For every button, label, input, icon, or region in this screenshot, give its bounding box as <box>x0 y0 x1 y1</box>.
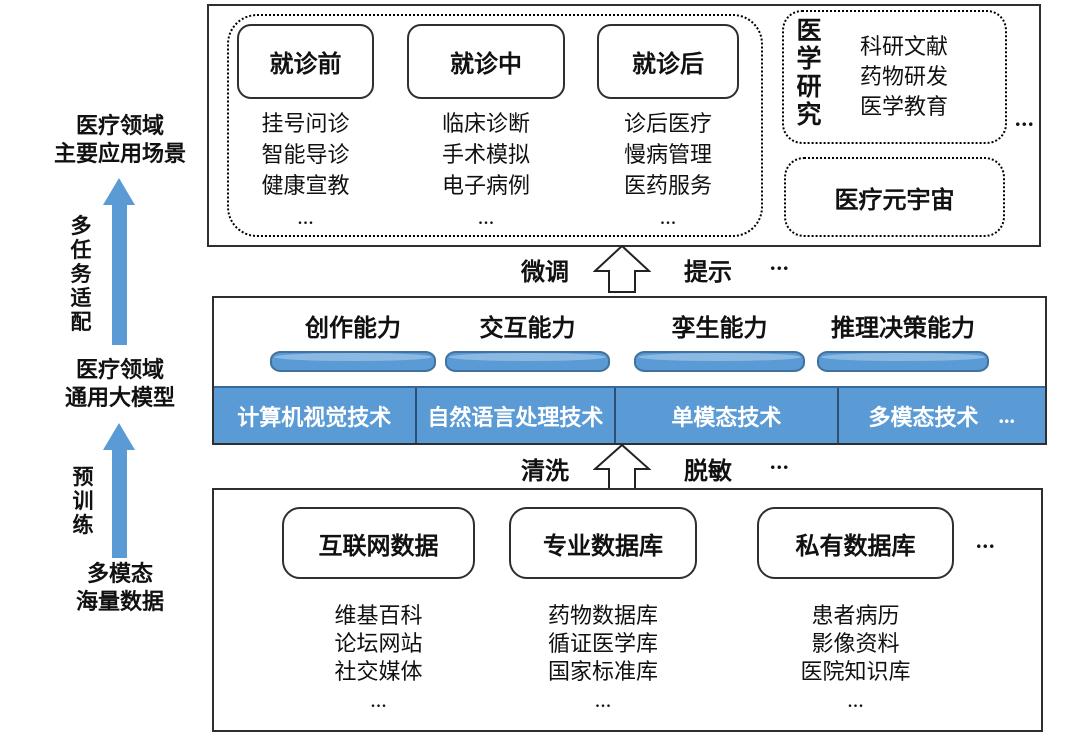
list-item: 社交媒体 <box>334 659 423 684</box>
clean-more-ellipsis: ... <box>770 449 790 474</box>
during-visit-list: 临床诊断 手术模拟 电子病例 ... <box>407 108 565 232</box>
list-item: 临床诊断 <box>441 111 530 136</box>
tech-segment-unimodal: 单模态技术 <box>614 388 836 443</box>
header-internet-data-label: 互联网数据 <box>318 533 439 560</box>
pre-visit-list: 挂号问诊 智能导诊 健康宣教 ... <box>237 108 374 232</box>
header-during-visit: 就诊中 <box>407 24 565 99</box>
label-application-scenarios-line2: 主要应用场景 <box>53 141 186 166</box>
list-ellipsis: ... <box>659 204 677 229</box>
professional-db-list: 药物数据库 循证医学库 国家标准库 ... <box>509 602 697 714</box>
label-massive-data-line1: 多模态 <box>86 561 153 586</box>
label-medical-research: 医学研究 <box>796 18 822 129</box>
list-item: 慢病管理 <box>623 142 712 167</box>
technology-bar: 计算机视觉技术 自然语言处理技术 单模态技术 多模态技术 ... <box>214 386 1045 443</box>
medical-metaverse-dotted-box: 医疗元宇宙 <box>784 157 1005 237</box>
visit-phases-dotted-box <box>227 14 763 237</box>
general-model-box: 创作能力 交互能力 孪生能力 推理决策能力 计算机视觉技术 自然语言处理技术 单… <box>212 296 1047 445</box>
list-ellipsis: ... <box>297 204 314 229</box>
list-item: 健康宣教 <box>261 173 350 198</box>
label-application-scenarios-line1: 医疗领域 <box>75 113 164 138</box>
header-professional-db-label: 专业数据库 <box>543 533 663 560</box>
data-more-ellipsis: ... <box>976 528 996 553</box>
research-more-ellipsis: ... <box>1015 106 1035 131</box>
list-item: 维基百科 <box>334 603 423 628</box>
list-item: 手术模拟 <box>441 142 530 167</box>
up-arrow-finetune-icon <box>593 245 651 293</box>
data-sources-box: 互联网数据 专业数据库 私有数据库 ... 维基百科 论坛网站 社交媒体 ...… <box>212 488 1043 732</box>
cylinder-twin-icon <box>634 351 805 372</box>
list-ellipsis: ... <box>477 204 495 229</box>
list-item: 医药服务 <box>623 173 712 198</box>
header-private-db-label: 私有数据库 <box>795 533 916 560</box>
label-general-model-line2: 通用大模型 <box>64 385 175 410</box>
list-item: 智能导诊 <box>261 142 350 167</box>
header-internet-data: 互联网数据 <box>282 507 475 579</box>
private-db-list: 患者病历 影像资料 医院知识库 ... <box>757 602 954 714</box>
tech-label: 单模态技术 <box>671 404 782 430</box>
tech-more-ellipsis: ... <box>998 402 1016 428</box>
application-scenarios-box: 就诊前 就诊中 就诊后 挂号问诊 智能导诊 健康宣教 ... 临床诊断 手术模拟… <box>207 4 1041 247</box>
label-creation-capability: 创作能力 <box>305 316 401 342</box>
list-item: 医学教育 <box>859 94 948 119</box>
list-ellipsis: ... <box>847 687 864 712</box>
tech-label: 计算机视觉技术 <box>237 404 392 430</box>
list-item: 诊后医疗 <box>623 111 712 136</box>
list-item: 挂号问诊 <box>261 111 350 136</box>
list-item: 国家标准库 <box>547 659 658 684</box>
list-item: 医院知识库 <box>800 659 911 684</box>
label-massive-data: 多模态 海量数据 <box>30 560 210 616</box>
list-ellipsis: ... <box>594 687 612 712</box>
arrow-shaft <box>111 450 127 558</box>
header-pre-visit: 就诊前 <box>237 24 374 99</box>
label-interaction-capability: 交互能力 <box>479 316 576 342</box>
arrow-shaft <box>111 205 127 345</box>
header-during-visit-label: 就诊中 <box>450 52 522 78</box>
list-item: 影像资料 <box>811 631 900 656</box>
label-general-model: 医疗领域 通用大模型 <box>30 356 210 412</box>
list-item: 电子病例 <box>441 173 530 198</box>
tech-segment-nlp: 自然语言处理技术 <box>414 388 615 443</box>
label-general-model-line1: 医疗领域 <box>75 357 164 382</box>
up-arrow-pretrain-icon <box>103 423 135 558</box>
list-item: 循证医学库 <box>547 631 658 656</box>
finetune-more-ellipsis: ... <box>770 250 790 275</box>
arrow-head <box>103 178 135 205</box>
internet-data-list: 维基百科 论坛网站 社交媒体 ... <box>282 602 475 714</box>
list-item: 药物数据库 <box>547 603 658 628</box>
post-visit-list: 诊后医疗 慢病管理 医药服务 ... <box>597 108 739 232</box>
label-deidentify: 脱敏 <box>684 459 732 485</box>
tech-label: 自然语言处理技术 <box>427 404 604 430</box>
label-reasoning-capability: 推理决策能力 <box>831 316 975 342</box>
label-medical-metaverse: 医疗元宇宙 <box>834 187 955 214</box>
label-pretrain: 预训练 <box>72 465 94 537</box>
medical-research-list: 科研文献 药物研发 医学教育 <box>829 32 979 122</box>
list-item: 科研文献 <box>859 34 948 59</box>
cylinder-interaction-icon <box>445 351 610 372</box>
label-twin-capability: 孪生能力 <box>671 316 768 342</box>
list-item: 患者病历 <box>811 603 900 628</box>
list-ellipsis: ... <box>370 687 387 712</box>
tech-segment-multimodal: 多模态技术 ... <box>836 388 1046 443</box>
list-item: 药物研发 <box>859 64 948 89</box>
tech-segment-cv: 计算机视觉技术 <box>214 388 415 443</box>
cylinder-reasoning-icon <box>817 351 989 372</box>
tech-label: 多模态技术 <box>868 404 979 430</box>
cylinder-creation-icon <box>270 351 436 372</box>
header-post-visit-label: 就诊后 <box>632 52 704 78</box>
label-clean: 清洗 <box>521 459 569 485</box>
header-private-db: 私有数据库 <box>757 507 954 579</box>
header-pre-visit-label: 就诊前 <box>269 52 342 78</box>
arrow-head <box>103 423 135 450</box>
label-prompt: 提示 <box>684 260 732 286</box>
label-application-scenarios: 医疗领域 主要应用场景 <box>30 112 210 168</box>
up-arrow-multitask-icon <box>103 178 135 345</box>
label-finetune: 微调 <box>521 260 569 286</box>
header-post-visit: 就诊后 <box>597 24 739 99</box>
up-arrow-clean-icon <box>593 444 651 490</box>
label-multitask-adapt: 多任务适配 <box>70 214 92 334</box>
list-item: 论坛网站 <box>334 631 423 656</box>
medical-research-dotted-box: 医学研究 科研文献 药物研发 医学教育 <box>782 10 1007 144</box>
header-professional-db: 专业数据库 <box>509 507 697 579</box>
label-massive-data-line2: 海量数据 <box>75 589 164 614</box>
